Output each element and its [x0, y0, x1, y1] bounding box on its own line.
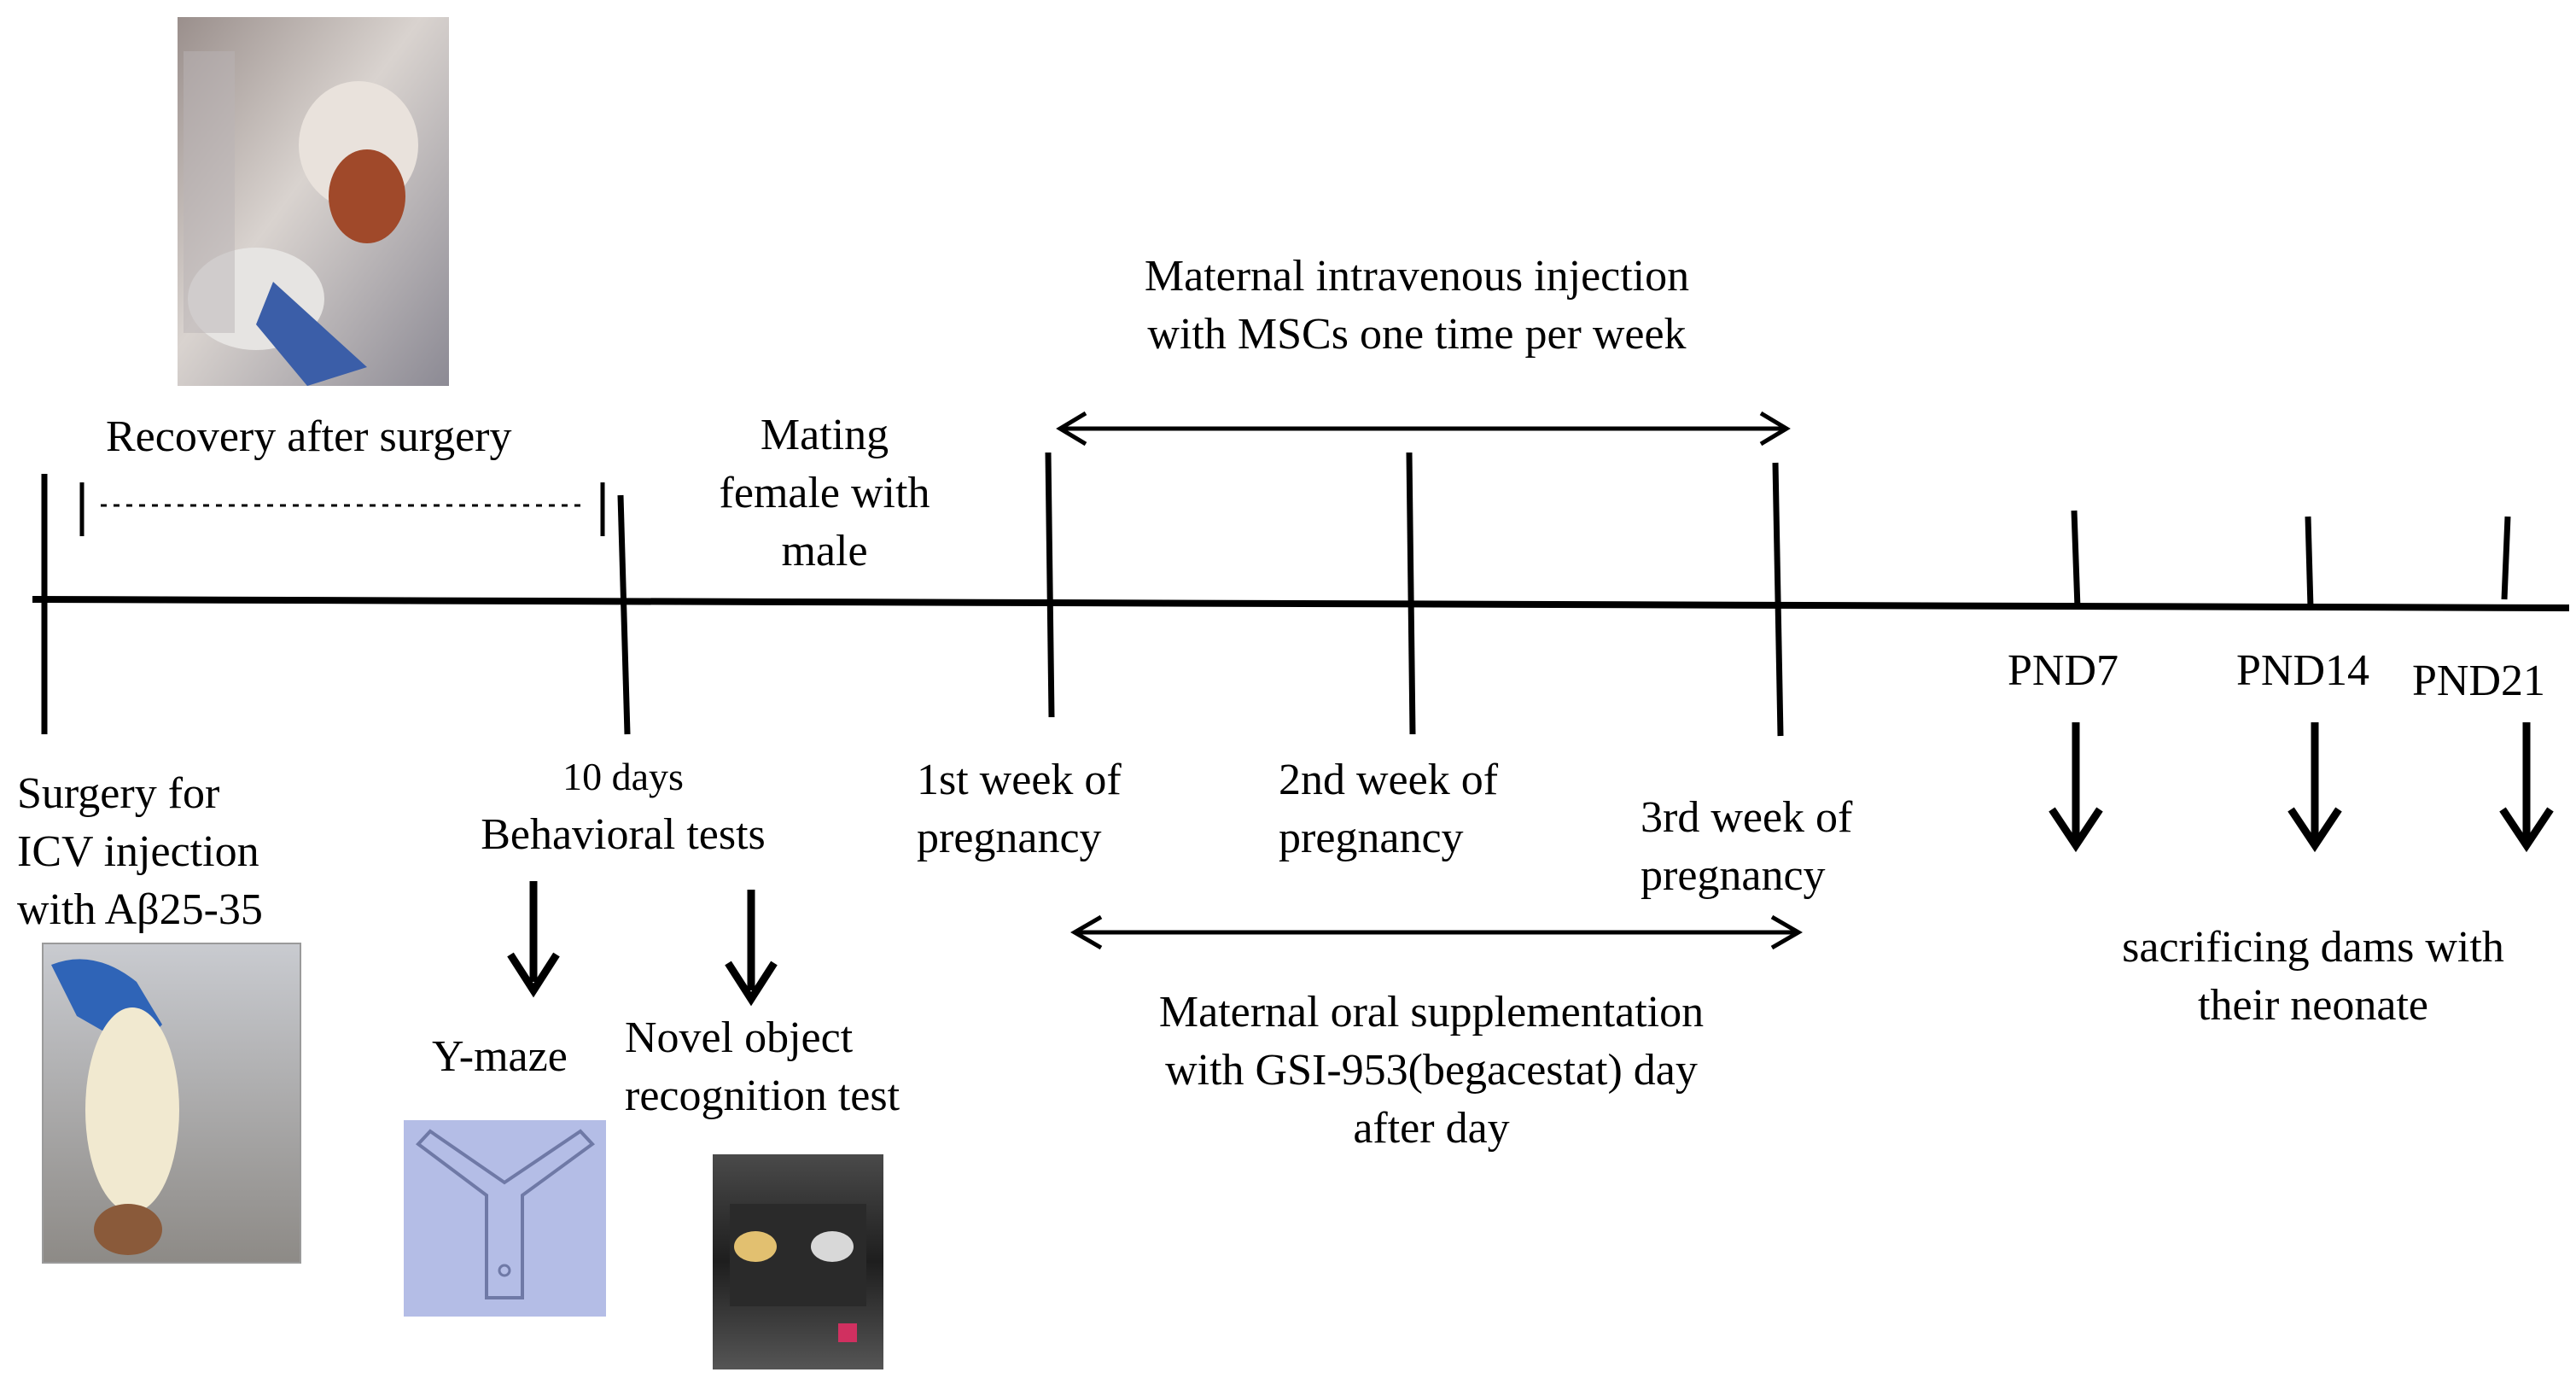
oral-supp-line-3: after day [1353, 1104, 1510, 1153]
oral-supp-line-1: Maternal oral supplementation [1158, 988, 1705, 1037]
surgery-line-1: Surgery for [17, 769, 220, 818]
surgery-label: Surgery for ICV injection with Aβ25-35 [17, 765, 263, 939]
msc-injection-label: Maternal intravenous injection with MSCs… [1067, 248, 1767, 364]
week1-label: 1st week of pregnancy [917, 751, 1122, 867]
novel-object-arrow-head [725, 961, 778, 1007]
week1-line-1: 1st week of [917, 756, 1122, 804]
tick-week1 [1045, 452, 1055, 718]
tick-pnd7 [2071, 510, 2081, 609]
oral-supplementation-label: Maternal oral supplementation with GSI-9… [1077, 984, 1786, 1158]
mating-line-3: male [781, 527, 868, 575]
behavioral-tests-label: 10 days Behavioral tests [444, 748, 802, 864]
behavioral-tests-text: Behavioral tests [481, 810, 766, 859]
oral-arrow-right-head [1770, 914, 1803, 950]
week1-line-2: pregnancy [917, 814, 1102, 862]
sacrifice-label: sacrificing dams with their neonate [2074, 919, 2552, 1035]
pnd7-arrow-head [2049, 807, 2103, 853]
timeline-axis [32, 596, 2570, 611]
pnd21-label: PND21 [2412, 657, 2546, 705]
week3-line-2: pregnancy [1641, 851, 1826, 900]
msc-injection-line-2: with MSCs one time per week [1147, 310, 1687, 359]
tick-10-days [617, 494, 631, 735]
rat-injection-photo [42, 943, 301, 1264]
sacrifice-line-2: their neonate [2198, 981, 2428, 1030]
tick-week2 [1406, 452, 1416, 735]
recovery-label: Recovery after surgery [106, 412, 512, 461]
tick-week3 [1772, 462, 1784, 737]
mating-line-1: Mating [760, 411, 889, 459]
pnd21-arrow-head [2499, 807, 2554, 853]
mating-label: Mating female with male [681, 406, 968, 581]
novel-object-label: Novel object recognition test [625, 1009, 900, 1125]
surgery-photo-top [178, 17, 449, 386]
novel-object-arena-photo [713, 1154, 883, 1369]
week2-line-2: pregnancy [1279, 814, 1464, 862]
ymaze-label: Y-maze [432, 1032, 568, 1081]
novel-object-line-1: Novel object [625, 1013, 854, 1062]
ten-days-text: 10 days [562, 755, 684, 798]
pnd14-arrow-head [2288, 807, 2342, 853]
pnd14-label: PND14 [2236, 646, 2370, 695]
surgery-line-2: ICV injection [17, 827, 259, 876]
week3-line-1: 3rd week of [1641, 793, 1853, 842]
ymaze-arrow-head [507, 952, 560, 998]
mating-line-2: female with [719, 469, 930, 517]
week2-line-1: 2nd week of [1279, 756, 1499, 804]
oral-supp-line-2: with GSI-953(begacestat) day [1165, 1046, 1698, 1095]
ymaze-illustration [404, 1120, 606, 1317]
novel-object-line-2: recognition test [625, 1072, 900, 1120]
surgery-line-3: with Aβ25-35 [17, 885, 263, 934]
tick-pnd21 [2501, 516, 2511, 600]
pnd7-label: PND7 [2008, 646, 2119, 695]
msc-arrow-right-head [1759, 411, 1791, 447]
week3-label: 3rd week of pregnancy [1641, 789, 1852, 905]
oral-arrow-left-head [1070, 914, 1103, 950]
msc-injection-line-1: Maternal intravenous injection [1144, 252, 1690, 301]
tick-pnd14 [2305, 516, 2314, 609]
msc-arrow-left-head [1056, 411, 1087, 447]
sacrifice-line-1: sacrificing dams with [2122, 923, 2504, 972]
week2-label: 2nd week of pregnancy [1279, 751, 1498, 867]
